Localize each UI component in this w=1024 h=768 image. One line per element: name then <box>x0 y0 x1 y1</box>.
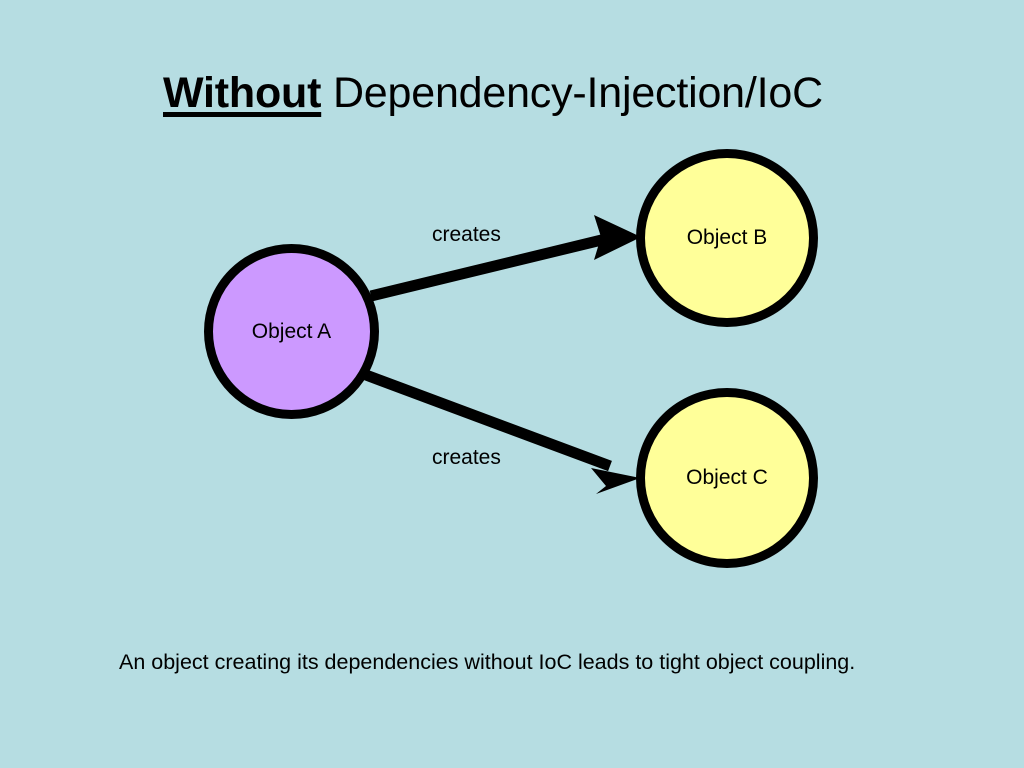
node-object-a-label: Object A <box>251 319 332 343</box>
slide-caption: An object creating its dependencies with… <box>119 650 856 674</box>
title-rest: Dependency-Injection/IoC <box>321 69 823 117</box>
edge-a-to-b <box>369 215 641 302</box>
edge-a-to-c <box>364 369 640 494</box>
node-object-c[interactable]: Object C <box>636 388 818 568</box>
edge-label-creates-c: creates <box>432 446 501 469</box>
title-emphasis: Without <box>163 69 322 117</box>
node-object-b[interactable]: Object B <box>636 149 818 327</box>
edge-label-creates-b: creates <box>432 223 501 246</box>
node-object-b-label: Object B <box>686 226 768 249</box>
arrowhead-icon <box>591 468 640 494</box>
node-object-c-label: Object C <box>686 466 768 489</box>
page-title: Without Dependency-Injection/IoC <box>163 67 823 119</box>
node-object-a[interactable]: Object A <box>204 244 379 419</box>
arrowhead-icon <box>594 215 641 260</box>
